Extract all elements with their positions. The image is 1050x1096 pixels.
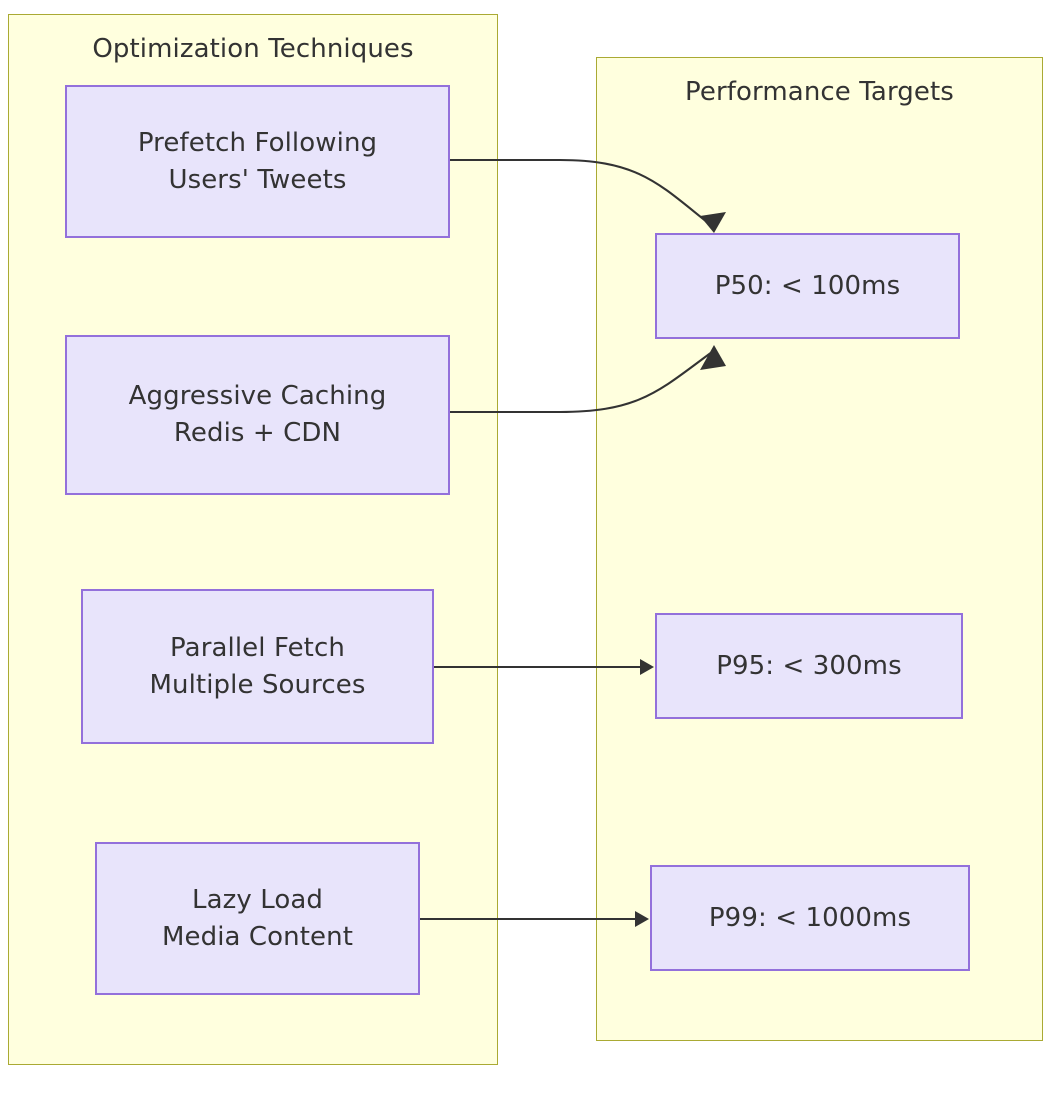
node-lazy-load[interactable]: Lazy Load Media Content bbox=[95, 842, 420, 995]
node-label-p95-target: P95: < 300ms bbox=[716, 650, 902, 681]
cluster-title-optimization-techniques: Optimization Techniques bbox=[92, 34, 414, 64]
node-p50-target[interactable]: P50: < 100ms bbox=[655, 233, 960, 339]
node-label-prefetch: Prefetch Following Users' Tweets bbox=[137, 127, 378, 195]
node-p95-target[interactable]: P95: < 300ms bbox=[655, 613, 963, 719]
cluster-title-performance-targets: Performance Targets bbox=[685, 77, 954, 107]
node-label-lazy-load: Lazy Load Media Content bbox=[161, 884, 354, 952]
node-label-p50-target: P50: < 100ms bbox=[714, 270, 901, 301]
node-parallel-fetch[interactable]: Parallel Fetch Multiple Sources bbox=[81, 589, 434, 744]
node-label-aggressive-caching: Aggressive Caching Redis + CDN bbox=[128, 381, 387, 448]
node-p99-target[interactable]: P99: < 1000ms bbox=[650, 865, 970, 971]
node-prefetch[interactable]: Prefetch Following Users' Tweets bbox=[65, 85, 450, 238]
node-label-parallel-fetch: Parallel Fetch Multiple Sources bbox=[149, 632, 366, 700]
node-label-p99-target: P99: < 1000ms bbox=[708, 902, 912, 933]
node-aggressive-caching[interactable]: Aggressive Caching Redis + CDN bbox=[65, 335, 450, 495]
